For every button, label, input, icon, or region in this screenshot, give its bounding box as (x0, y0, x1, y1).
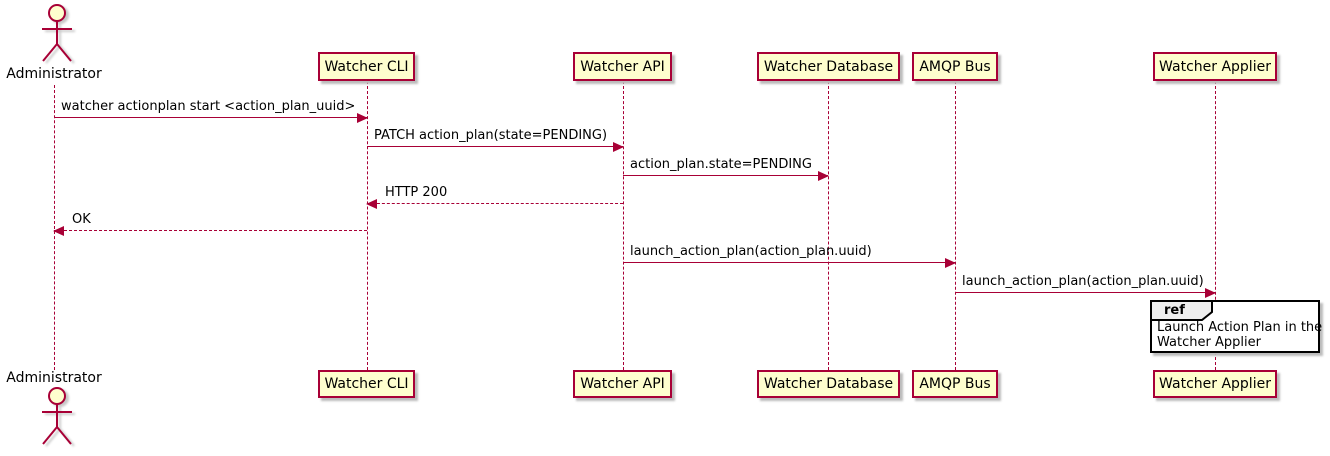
message-label: launch_action_plan(action_plan.uuid) (962, 274, 1204, 289)
participant-watcher-api-top: Watcher API (573, 52, 672, 81)
lifeline-watcher-applier (1215, 81, 1216, 370)
message-http-200: HTTP 200 (366, 182, 623, 209)
message-ok: OK (53, 209, 367, 236)
participant-watcher-database-bottom: Watcher Database (757, 370, 900, 398)
ref-tab-shape (1150, 300, 1213, 321)
participant-watcher-cli-top: Watcher CLI (318, 52, 415, 81)
arrowhead-right-icon (613, 142, 624, 152)
message-start-actionplan: watcher actionplan start <action_plan_uu… (54, 96, 368, 123)
participant-amqp-bus-top: AMQP Bus (912, 52, 998, 81)
arrowhead-right-icon (357, 113, 368, 123)
message-line (623, 175, 828, 176)
arrowhead-right-icon (1205, 288, 1216, 298)
message-line (54, 117, 367, 118)
message-line (367, 203, 623, 204)
message-label: launch_action_plan(action_plan.uuid) (630, 244, 872, 259)
participant-watcher-database-top: Watcher Database (757, 52, 900, 81)
arrowhead-right-icon (945, 258, 956, 268)
message-launch-action-plan-applier: launch_action_plan(action_plan.uuid) (955, 271, 1216, 298)
message-label: watcher actionplan start <action_plan_uu… (61, 99, 356, 114)
participant-amqp-bus-bottom: AMQP Bus (912, 370, 998, 398)
ref-text-line-2: Watcher Applier (1157, 335, 1261, 350)
message-line (54, 230, 367, 231)
arrowhead-left-icon (53, 226, 64, 236)
message-patch-action-plan: PATCH action_plan(state=PENDING) (367, 125, 624, 152)
participant-watcher-api-bottom: Watcher API (573, 370, 672, 398)
ref-keyword: ref (1164, 303, 1185, 318)
administrator-actor-icon-bottom (42, 387, 72, 445)
message-state-pending: action_plan.state=PENDING (623, 154, 829, 181)
message-label: action_plan.state=PENDING (630, 157, 812, 172)
lifeline-watcher-api (623, 81, 624, 370)
message-line (367, 146, 623, 147)
participant-watcher-cli-bottom: Watcher CLI (318, 370, 415, 398)
actor-label-administrator-bottom: Administrator (6, 370, 102, 386)
participant-watcher-applier-top: Watcher Applier (1153, 52, 1277, 81)
actor-label-administrator-top: Administrator (6, 66, 102, 82)
arrowhead-left-icon (366, 199, 377, 209)
lifeline-watcher-cli (367, 81, 368, 370)
lifeline-watcher-database (828, 81, 829, 370)
message-launch-action-plan-bus: launch_action_plan(action_plan.uuid) (623, 241, 956, 268)
ref-text-line-1: Launch Action Plan in the (1157, 320, 1323, 335)
message-label: OK (72, 212, 91, 227)
ref-text: Launch Action Plan in the Watcher Applie… (1157, 320, 1323, 350)
message-line (955, 292, 1215, 293)
message-line (623, 262, 955, 263)
ref-fragment: ref Launch Action Plan in the Watcher Ap… (1150, 300, 1323, 353)
arrowhead-right-icon (818, 171, 829, 181)
administrator-actor-icon (42, 4, 72, 62)
message-label: PATCH action_plan(state=PENDING) (374, 128, 608, 143)
participant-watcher-applier-bottom: Watcher Applier (1153, 370, 1277, 398)
lifeline-amqp-bus (955, 81, 956, 370)
message-label: HTTP 200 (385, 185, 448, 200)
